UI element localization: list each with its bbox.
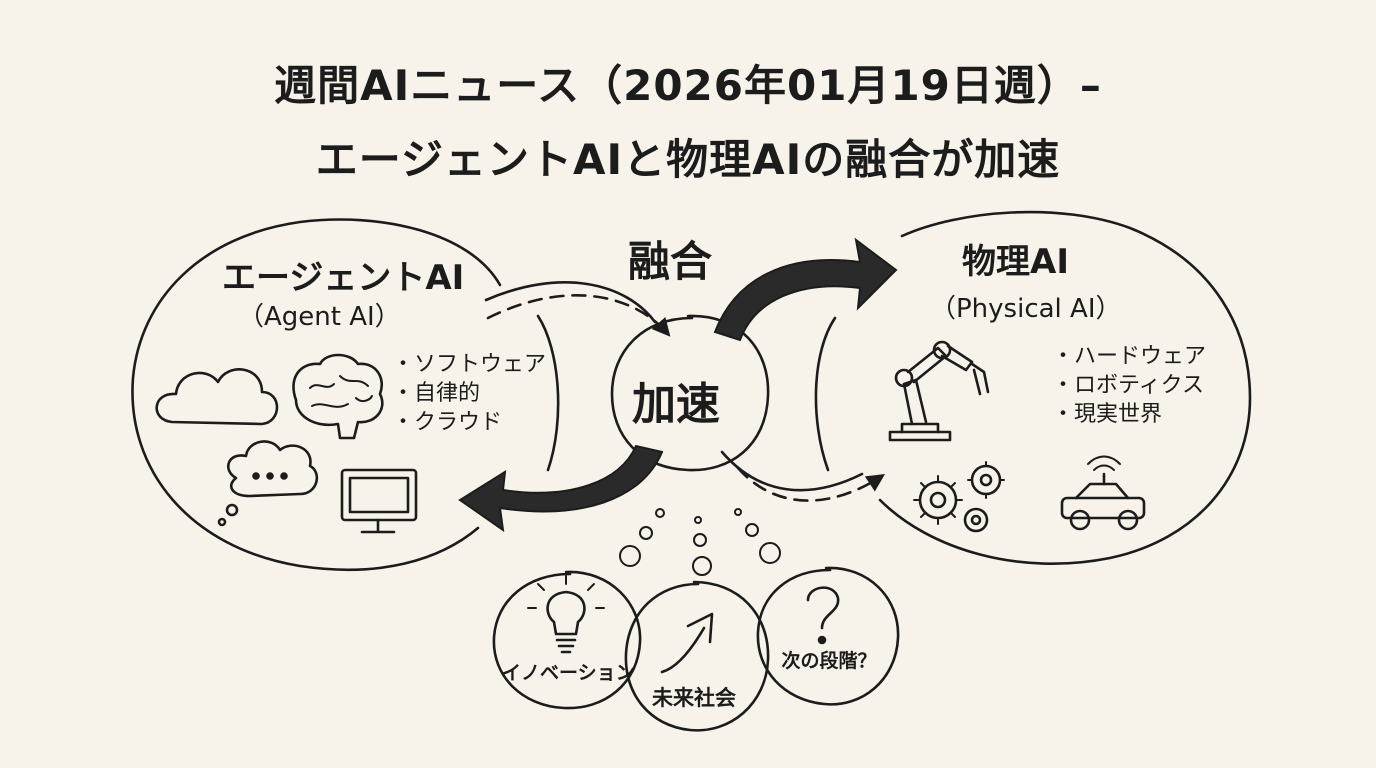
accel-label: 加速 [632, 379, 720, 430]
title-line-2: エージェントAIと物理AIの融合が加速 [315, 135, 1061, 184]
next-stage-label: 次の段階？ [781, 650, 877, 672]
left-bullet: ・自律的 [392, 381, 481, 406]
accel-circle [610, 314, 770, 472]
right-bullet-list: ・ハードウェア ・ロボティクス ・現実世界 [1052, 342, 1206, 429]
left-circle-inner-arc [536, 314, 560, 472]
monitor-icon [340, 468, 418, 534]
right-bullet: ・ハードウェア [1052, 344, 1207, 369]
dashed-arrow-right-bottom [736, 466, 886, 502]
fusion-label: 融合 [628, 237, 713, 286]
title-line-1: 週間AIニュース（2026年01月19日週）– [274, 61, 1102, 110]
up-arrow-icon [660, 612, 714, 674]
dashed-arrow-left-top [486, 294, 671, 337]
left-bullet: ・ソフトウェア [392, 352, 547, 377]
left-circle [131, 218, 502, 572]
innovation-circle [492, 570, 642, 710]
robot-arm-icon [888, 340, 990, 442]
right-heading: 物理AI [962, 242, 1069, 282]
cloud-icon [155, 368, 279, 426]
right-bullet: ・ロボティクス [1052, 373, 1205, 398]
solid-arrow-right-bottom [720, 450, 864, 492]
right-bullet: ・現実世界 [1052, 402, 1163, 427]
gears-icon [913, 461, 1005, 533]
left-bullet-list: ・ソフトウェア ・自律的 ・クラウド [392, 350, 546, 437]
future-circle [624, 580, 770, 732]
robot-car-icon [1060, 455, 1146, 531]
question-icon [806, 586, 840, 645]
next-stage-circle [756, 566, 900, 706]
swoosh-arrow-left [458, 444, 664, 533]
swoosh-arrow-right [713, 237, 898, 342]
innovation-label: イノベーション [502, 662, 635, 684]
left-subheading: （Agent AI） [238, 302, 401, 332]
left-bullet: ・クラウド [392, 410, 503, 435]
solid-arrow-left-top [484, 281, 657, 324]
rising-bubbles [619, 508, 781, 576]
lightbulb-icon [527, 575, 605, 654]
brain-icon [292, 353, 384, 440]
left-heading: エージェントAI [222, 258, 465, 298]
right-subheading: （Physical AI） [930, 294, 1122, 324]
right-circle-inner-arc [814, 316, 837, 472]
right-circle [878, 210, 1252, 565]
future-label: 未来社会 [652, 686, 736, 710]
thought-bubble-icon [217, 440, 319, 527]
